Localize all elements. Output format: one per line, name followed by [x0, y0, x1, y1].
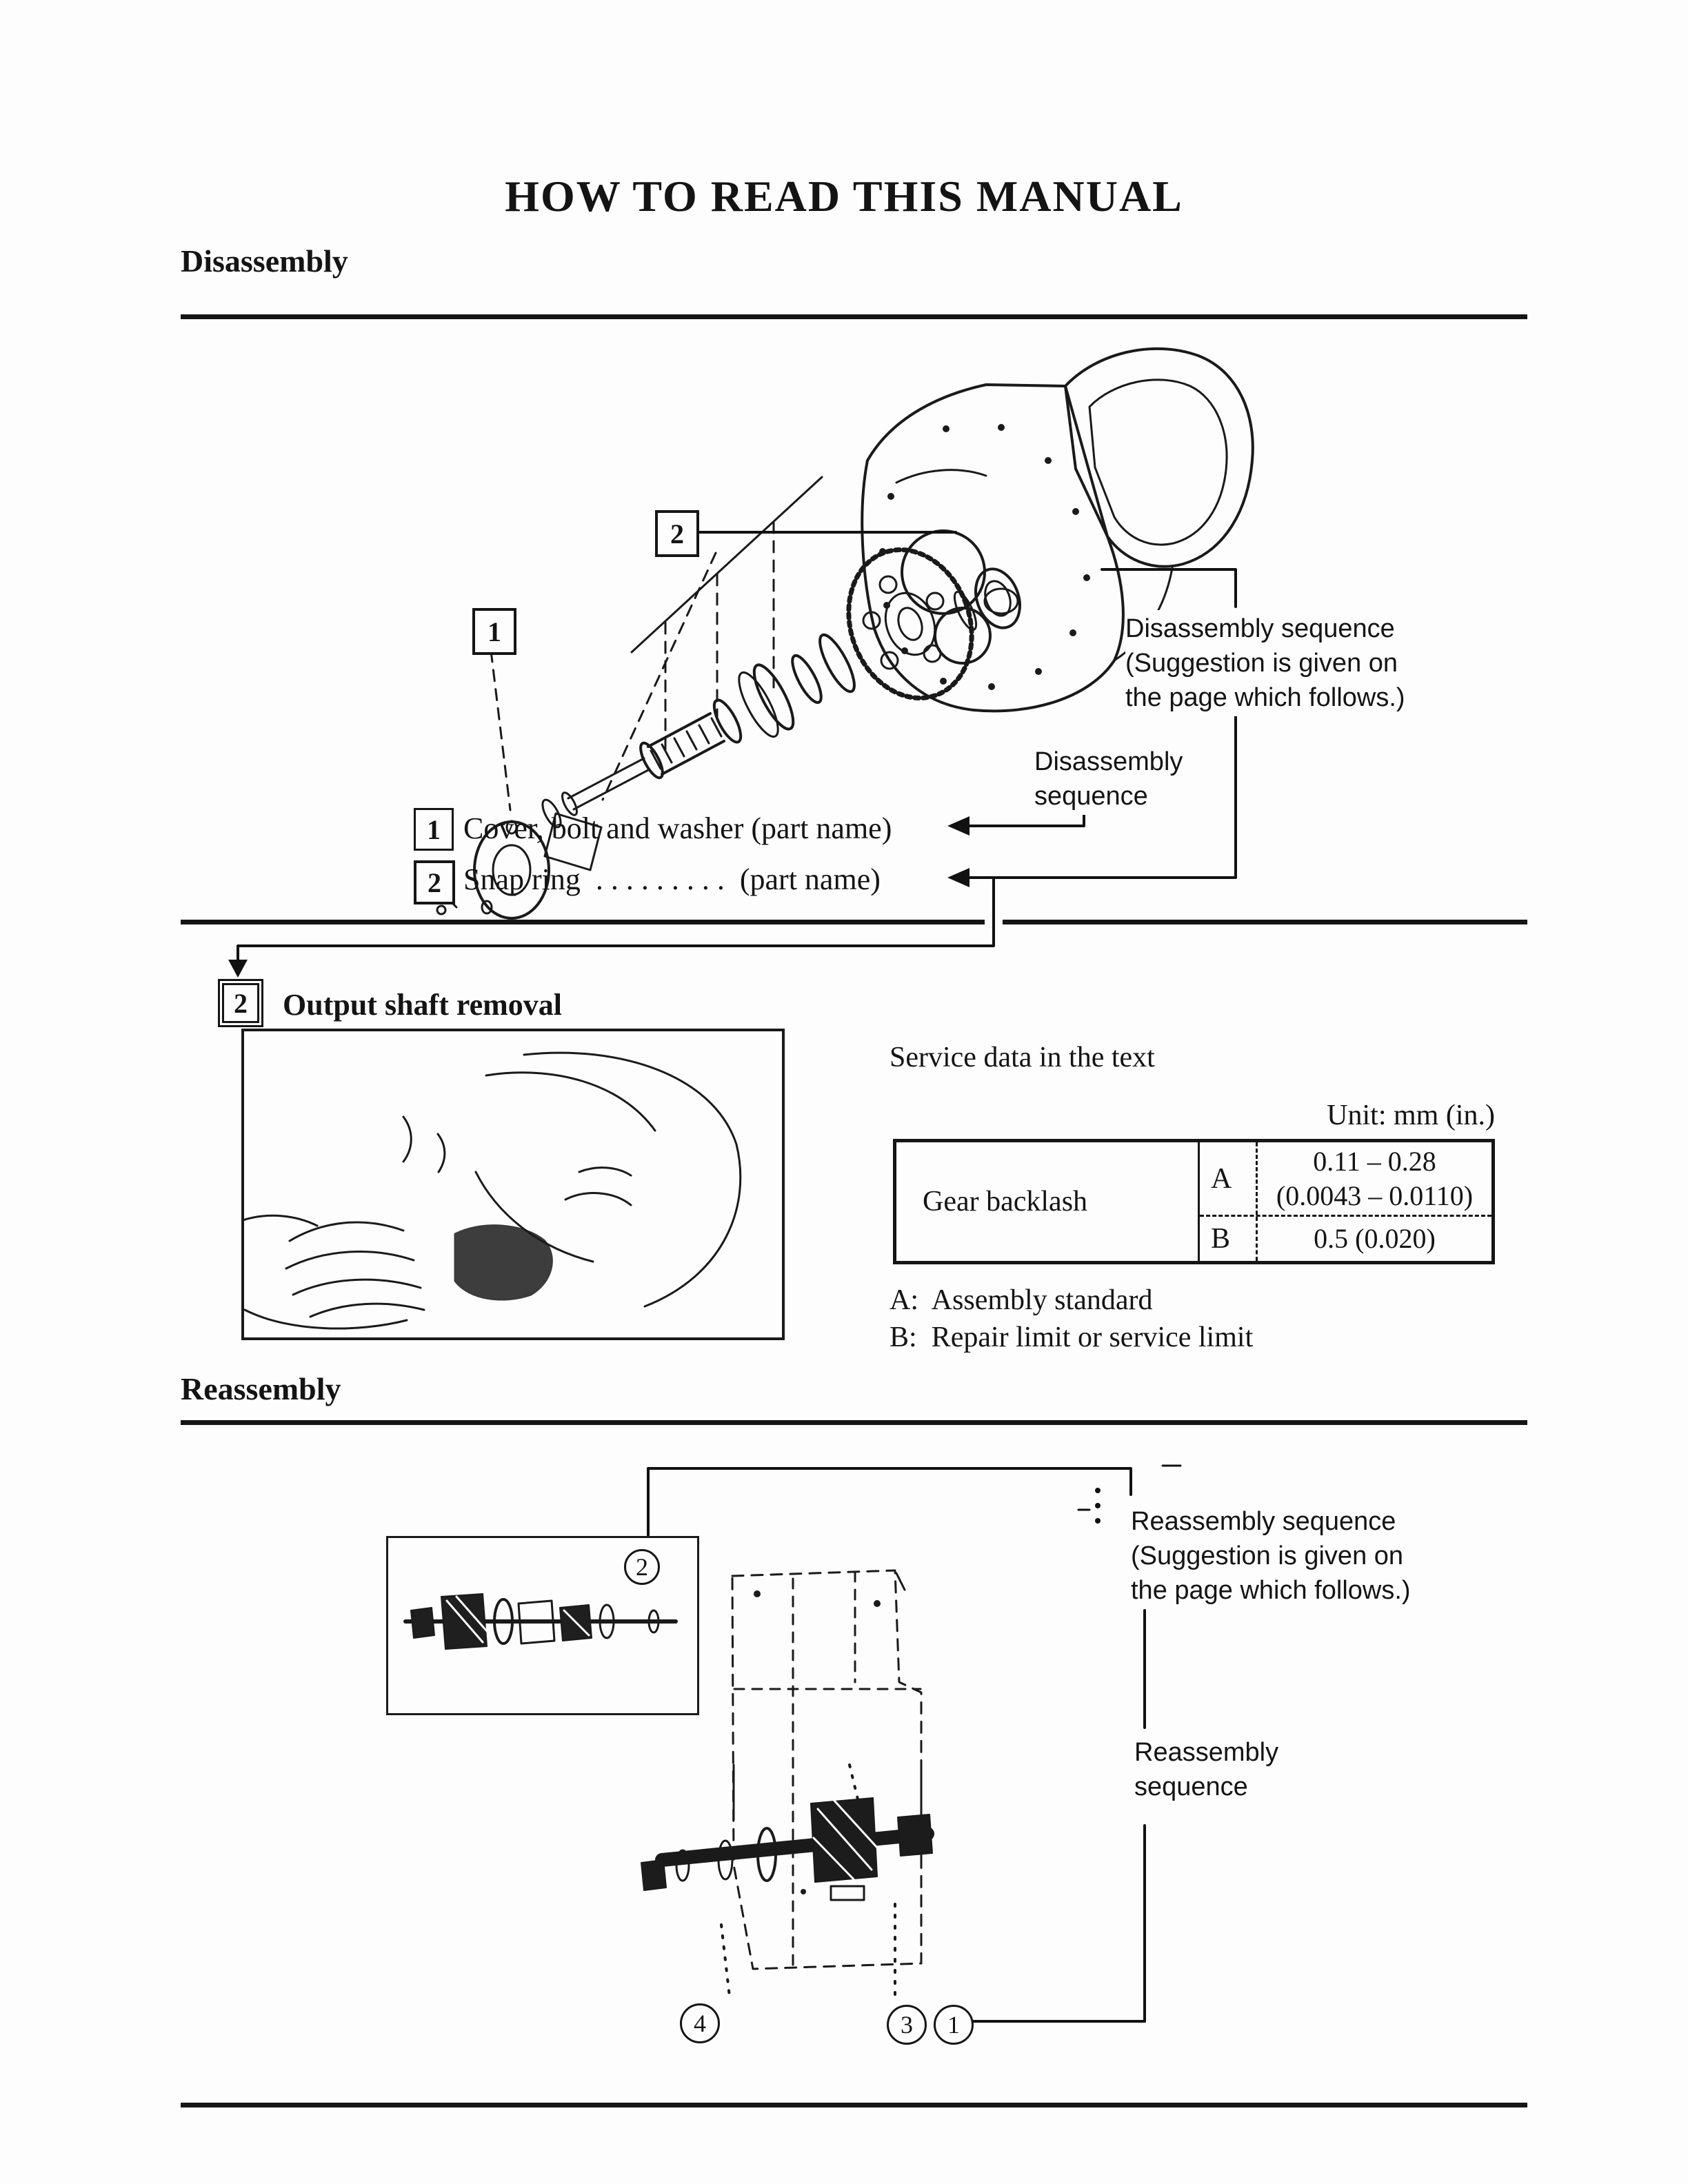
table-value-a: 0.11 – 0.28 (0.0043 – 0.0110) [1276, 1145, 1474, 1211]
marker-1-num: 1 [947, 2011, 960, 2039]
table-value-b: 0.5 (0.020) [1314, 1223, 1436, 1254]
part-1-numbox: 1 [414, 808, 454, 851]
step-title: Output shaft removal [283, 988, 562, 1022]
part-1-name: Cover, bolt and washer (part name) [463, 811, 892, 845]
photo-frame [241, 1029, 785, 1340]
marker-4: 4 [680, 2003, 720, 2043]
part-2-name: Snap ring . . . . . . . . . (part name) [463, 862, 881, 896]
reassembly-connectors [647, 1464, 1182, 2023]
spline-hatch [650, 717, 723, 770]
output-shaft-sketch [431, 476, 1021, 924]
page-title: HOW TO READ THIS MANUAL [505, 172, 1183, 221]
inset-marker-2-num: 2 [636, 1553, 648, 1581]
inset-shaft-sketch [403, 1593, 678, 1650]
table-row-label: Gear backlash [896, 1142, 1200, 1261]
inset-frame [386, 1536, 699, 1715]
part-2-num: 2 [428, 867, 441, 898]
photo-sketch [241, 1051, 742, 1330]
figure-marker-2-box: 2 [655, 510, 699, 557]
disassembly-heading: Disassembly [181, 243, 348, 279]
service-data-table: Gear backlash A 0.11 – 0.28 (0.0043 – 0.… [893, 1139, 1495, 1264]
marker-3-num: 3 [901, 2011, 913, 2039]
legend-a: A: Assembly standard [890, 1284, 1153, 1316]
figure-marker-1: 1 [488, 616, 501, 647]
part-2-numbox: 2 [414, 860, 455, 904]
figure-marker-1-box: 1 [472, 608, 516, 655]
rule-reassembly [181, 1420, 1527, 1425]
figure-marker-2: 2 [670, 518, 684, 549]
step-2-box: 2 [218, 979, 263, 1027]
marker-4-num: 4 [694, 2010, 706, 2037]
reassembly-heading: Reassembly [181, 1371, 341, 1406]
arrowheads [228, 816, 969, 978]
part-1-num: 1 [427, 813, 441, 845]
marker-3: 3 [887, 2005, 927, 2045]
legend-b: B: Repair limit or service limit [890, 1322, 1254, 1353]
dotted-traces [720, 1763, 896, 1998]
table-row-b: B 0.5 (0.020) [1200, 1217, 1491, 1261]
step-2-num: 2 [234, 987, 248, 1019]
reassembly-case-sketch [731, 1569, 923, 1970]
disassembly-sequence-note: Disassembly sequence (Suggestion is give… [1125, 610, 1419, 716]
table-key-b: B [1200, 1217, 1258, 1261]
rule-mid-left [181, 920, 985, 924]
rule-bottom [181, 2103, 1527, 2107]
rule-top [181, 314, 1527, 319]
reassembly-shaft-sketch [641, 1763, 934, 1998]
marker-1: 1 [934, 2005, 974, 2045]
disassembly-sequence-label: Disassembly sequence [1034, 743, 1197, 815]
reassembly-sequence-label: Reassembly sequence [1134, 1734, 1290, 1806]
inset-marker-2: 2 [624, 1549, 660, 1585]
gearbox-housing-sketch [861, 347, 1254, 713]
rule-mid-right [1003, 920, 1527, 924]
reassembly-sequence-note: Reassembly sequence (Suggestion is given… [1131, 1503, 1431, 1609]
table-key-a: A [1200, 1142, 1258, 1215]
construction-dashed [490, 520, 775, 811]
service-data-heading: Service data in the text [890, 1042, 1155, 1073]
table-row-a: A 0.11 – 0.28 (0.0043 – 0.0110) [1200, 1142, 1491, 1217]
noise-dots [1095, 1488, 1101, 1524]
unit-label: Unit: mm (in.) [1327, 1100, 1495, 1131]
